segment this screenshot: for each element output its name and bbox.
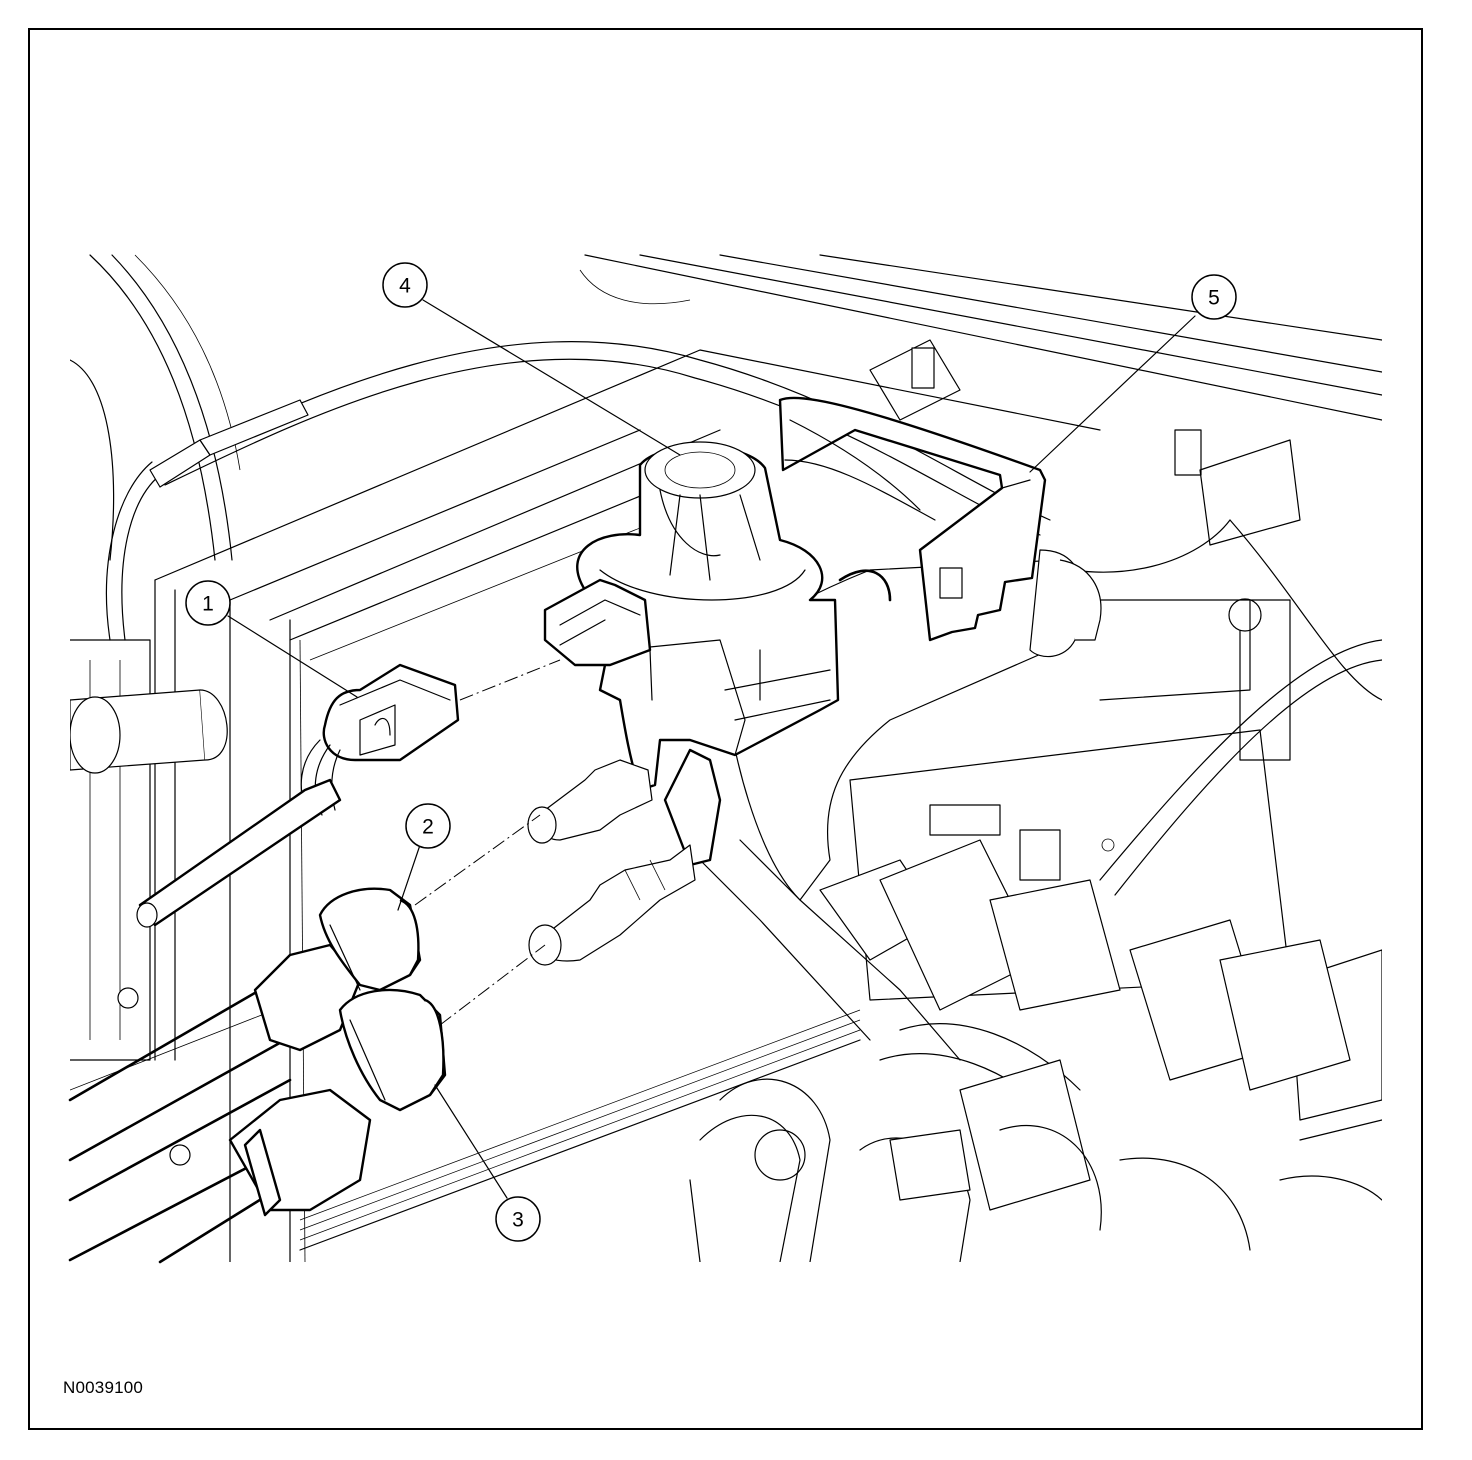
callout-1-number: 1 [202, 593, 214, 616]
callout-2-number: 2 [422, 816, 434, 839]
callout-4: 4 [382, 262, 428, 308]
callout-3: 3 [495, 1196, 541, 1242]
figure-id-label: N0039100 [63, 1378, 144, 1397]
alignment-lines [414, 659, 561, 1026]
leader-lines [227, 299, 1196, 1199]
callout-4-number: 4 [399, 275, 411, 298]
hose-connectors [68, 887, 447, 1264]
callout-5-number: 5 [1208, 287, 1220, 310]
figure-frame [28, 28, 1423, 1430]
callout-1: 1 [185, 580, 231, 626]
vacuum-valve [527, 441, 840, 966]
electrical-connector [136, 663, 460, 928]
callout-2: 2 [405, 803, 451, 849]
callout-5: 5 [1191, 274, 1237, 320]
callout-3-number: 3 [512, 1209, 524, 1232]
mounting-bracket [778, 396, 1047, 642]
